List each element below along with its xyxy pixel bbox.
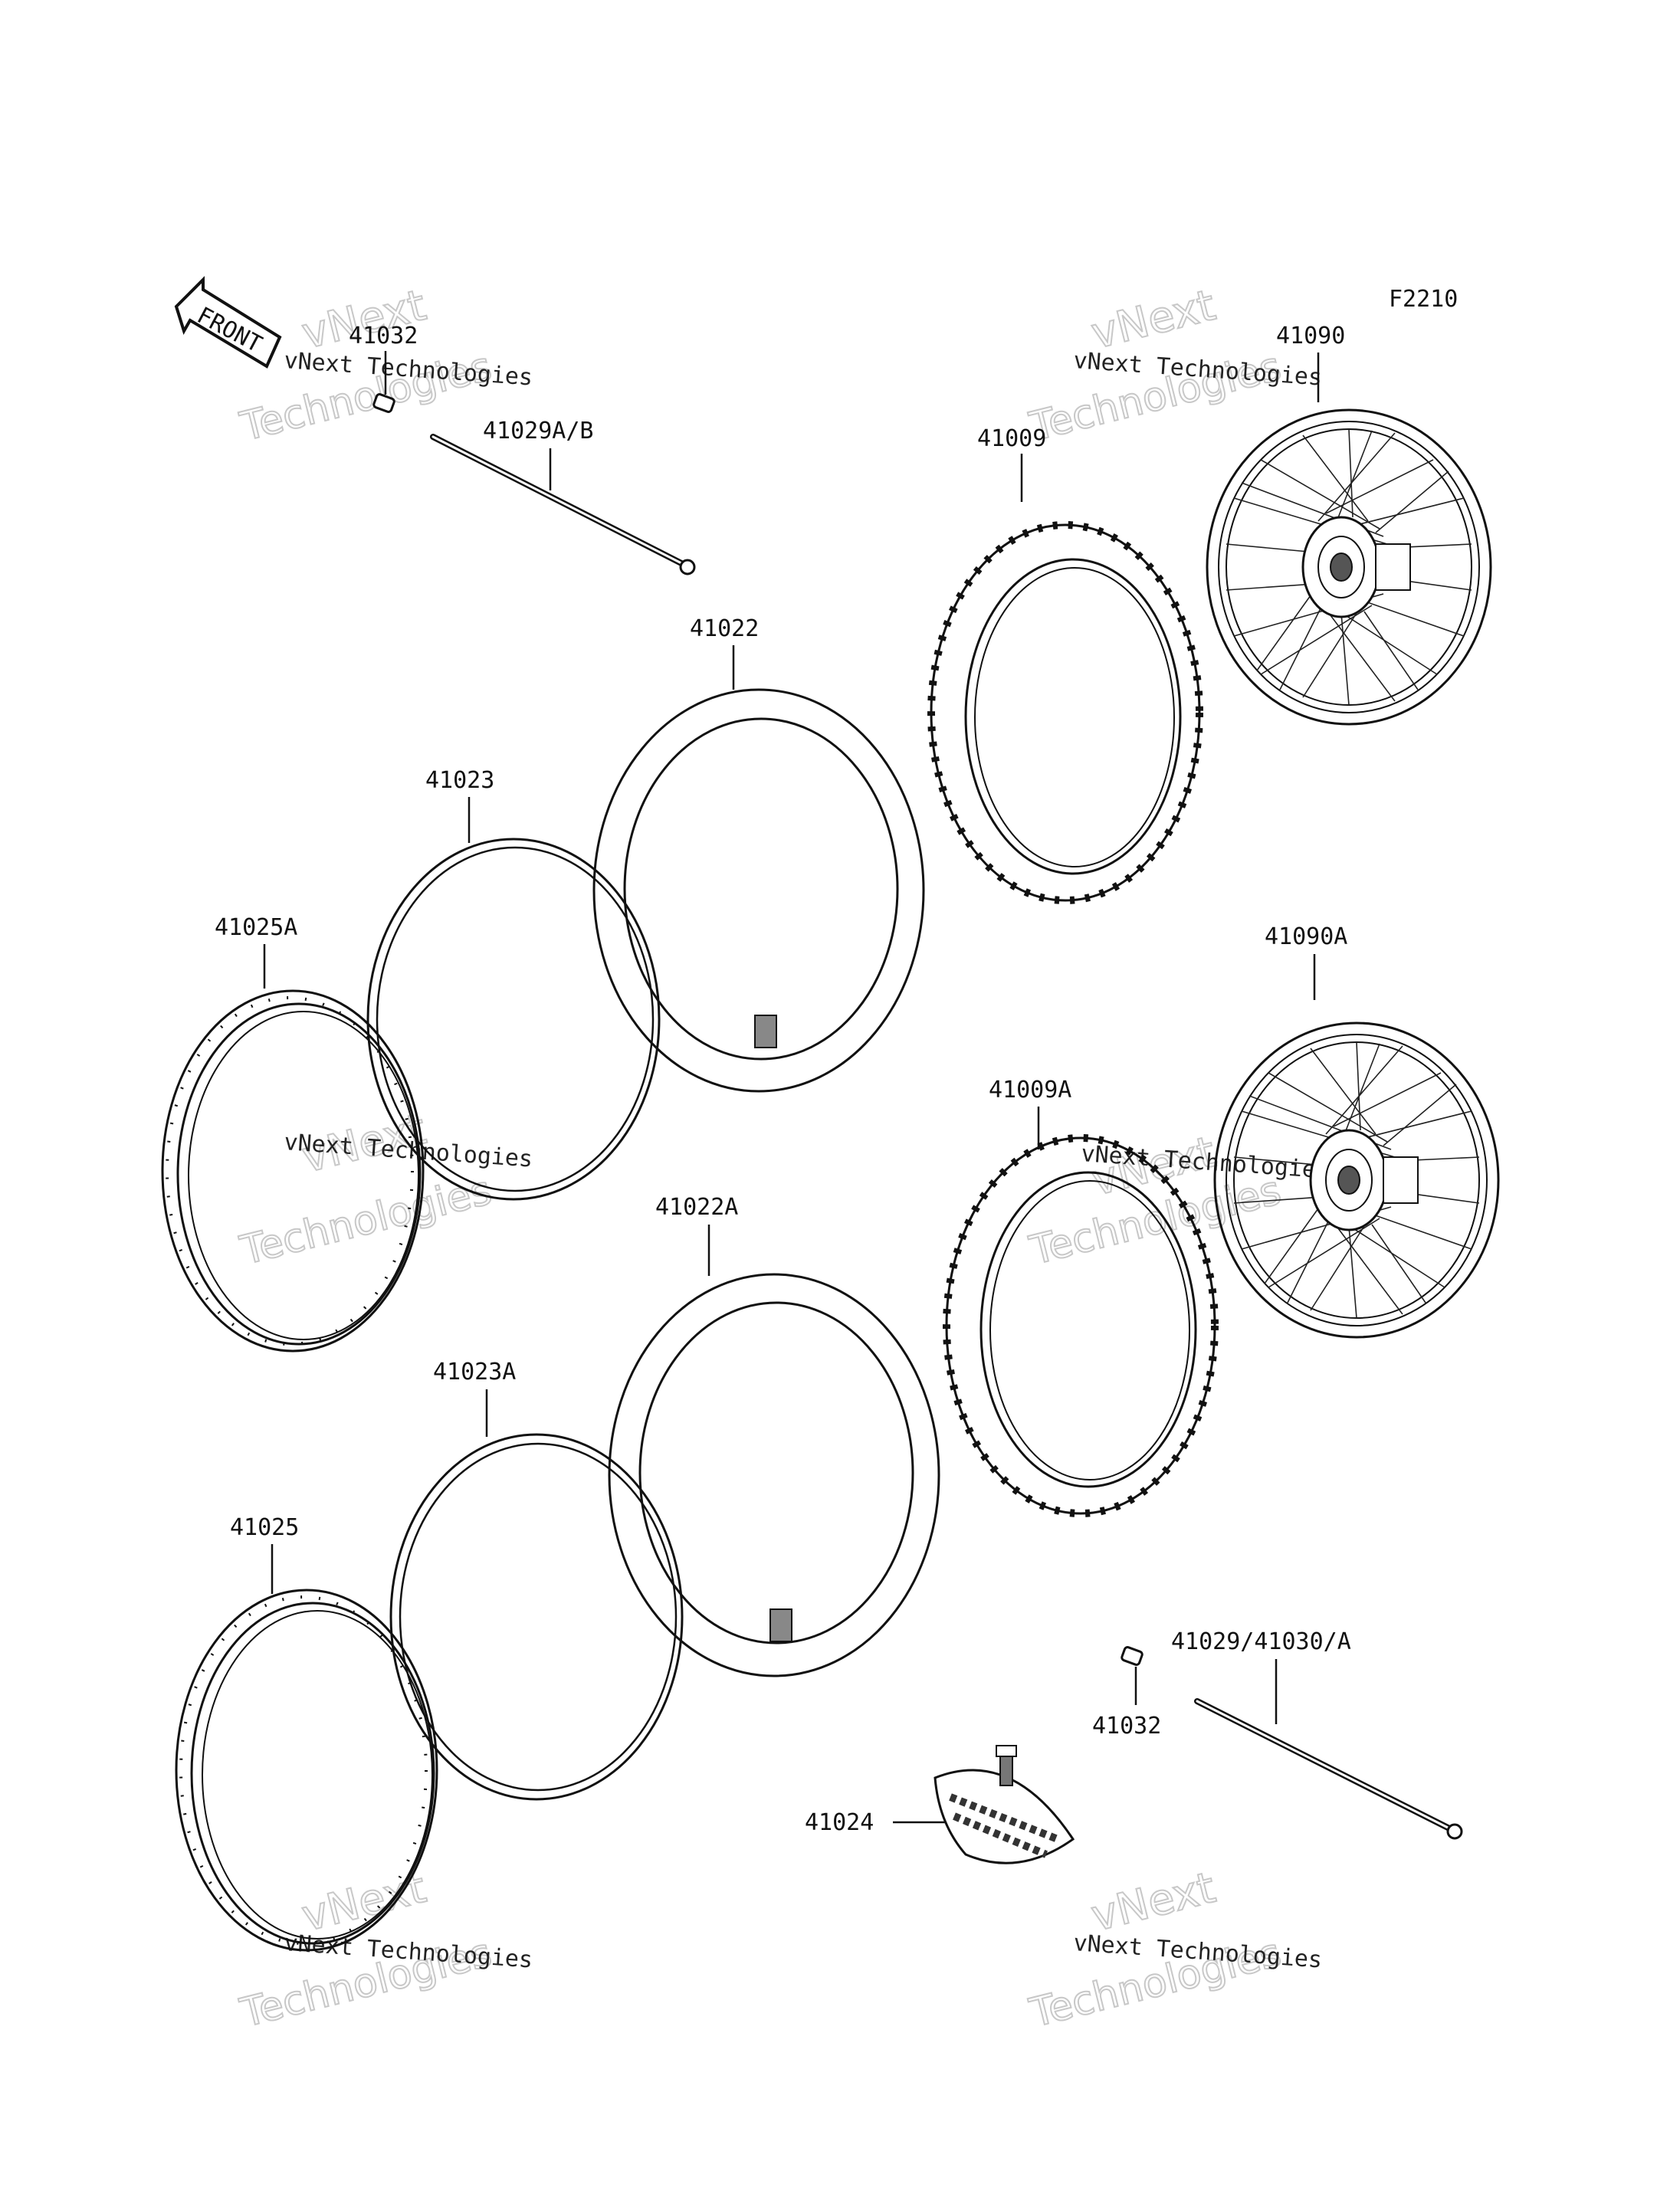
part-label-41025a: 41025A [215, 914, 297, 941]
part-41023[interactable]: 41023 [366, 767, 661, 1201]
part-41022a[interactable]: 41022A [608, 1194, 940, 1677]
watermark-top-right: vNext Technologies vNext Technologies [1025, 280, 1324, 451]
spoke-nipple-icon [372, 393, 395, 413]
part-41025[interactable]: 41025 [175, 1514, 438, 1952]
svg-text:vNext: vNext [1087, 280, 1220, 359]
part-41090a[interactable]: 41090A [1213, 923, 1500, 1339]
svg-text:Technologies: Technologies [236, 1168, 497, 1274]
rear-tire-icon [947, 1138, 1215, 1513]
part-label-41024: 41024 [805, 1809, 874, 1836]
valve-stem-icon [754, 1015, 777, 1048]
part-label-41023: 41023 [425, 767, 494, 794]
front-tire-icon [931, 525, 1199, 900]
diagram-code: F2210 [1389, 286, 1458, 313]
part-label-41025: 41025 [230, 1514, 299, 1541]
front-arrow-icon: FRONT [174, 276, 282, 369]
part-41009a[interactable]: 41009A [947, 1077, 1215, 1513]
part-label-41022: 41022 [690, 615, 759, 642]
part-label-41032-bottom: 41032 [1092, 1713, 1161, 1740]
part-41009[interactable]: 41009 [931, 425, 1199, 900]
part-label-41029ab: 41029A/B [483, 418, 594, 444]
front-wheel-icon [1206, 408, 1492, 726]
watermark-middle-left: vNext Technologies vNext Technologies [235, 1103, 534, 1275]
part-label-41022a: 41022A [655, 1194, 738, 1221]
part-41025a[interactable]: 41025A [161, 914, 425, 1353]
watermark-bottom-right: vNext Technologies vNext Technologies [1025, 1862, 1324, 2038]
svg-text:vNext: vNext [1087, 1863, 1220, 1942]
watermark-bottom-left: vNext Technologies vNext Technologies [235, 1862, 534, 2038]
part-41023a[interactable]: 41023A [389, 1359, 684, 1801]
part-label-41032-top: 41032 [349, 323, 418, 349]
part-label-41090: 41090 [1276, 323, 1345, 349]
spoke-nipple-icon [1121, 1646, 1144, 1666]
front-rim-icon [161, 989, 425, 1353]
part-41032-top[interactable]: 41032 [349, 323, 418, 413]
part-41029-41030[interactable]: 41029/41030/A [1171, 1628, 1463, 1840]
part-label-41090a: 41090A [1265, 923, 1347, 950]
part-label-41009a: 41009A [989, 1077, 1071, 1103]
part-41032-bottom[interactable]: 41032 [1092, 1646, 1161, 1740]
part-41022[interactable]: 41022 [592, 615, 925, 1093]
watermark-middle-right: vNext Technologies vNext Technologies [1025, 1126, 1331, 1275]
part-41024[interactable]: 41024 [805, 1745, 1075, 1864]
part-label-41029-41030: 41029/41030/A [1171, 1628, 1351, 1655]
part-41029ab[interactable]: 41029A/B [430, 418, 696, 575]
part-label-41009: 41009 [977, 425, 1046, 452]
part-label-41023a: 41023A [433, 1359, 516, 1385]
part-41090[interactable]: 41090 [1206, 323, 1492, 726]
valve-stem-icon [769, 1608, 792, 1642]
